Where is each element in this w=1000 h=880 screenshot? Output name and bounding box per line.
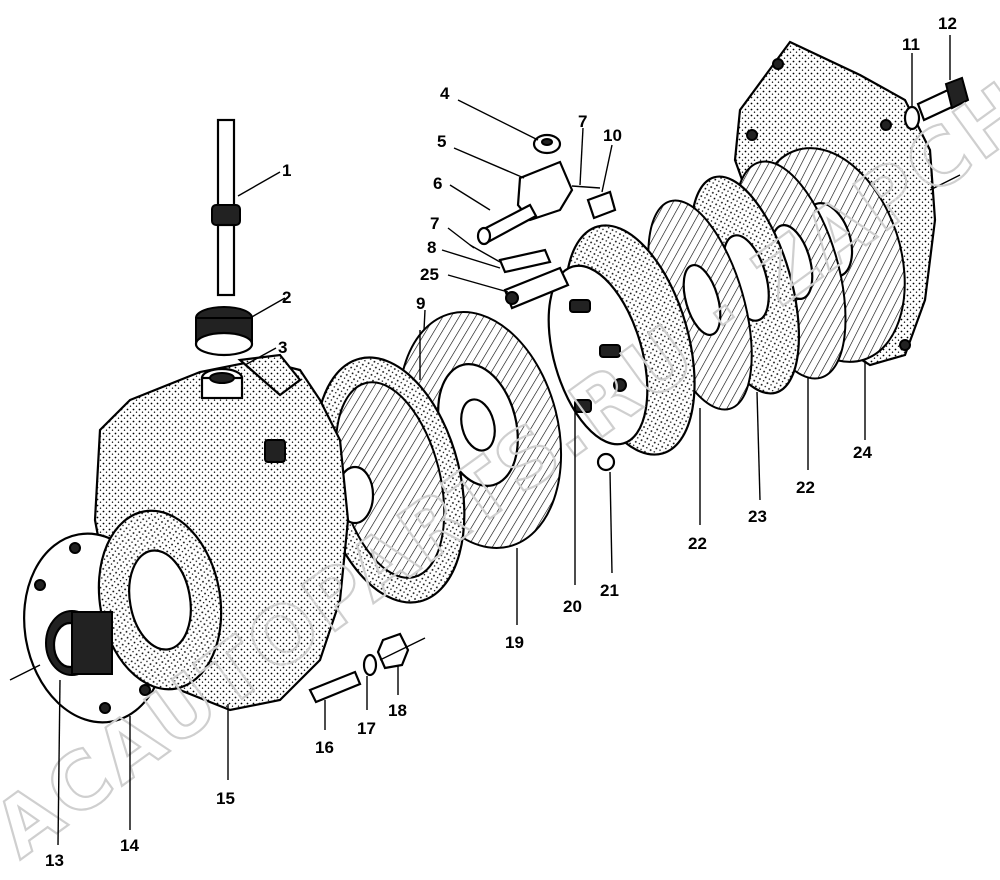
part-10-pin <box>586 190 617 220</box>
callout-22-rear: 22 <box>796 478 815 497</box>
part-18-nut <box>376 632 410 670</box>
callout-labels: 1 2 3 4 5 6 7 7 8 9 10 11 12 13 14 15 16… <box>45 14 957 870</box>
callout-5: 5 <box>437 132 446 151</box>
part-6-bolt <box>476 203 538 246</box>
part-25-lever <box>503 266 570 310</box>
callout-19: 19 <box>505 633 524 652</box>
callout-18: 18 <box>388 701 407 720</box>
part-20-pressure-plate <box>547 224 696 456</box>
callout-1: 1 <box>282 161 291 180</box>
part-7-cotter-pins <box>469 185 601 263</box>
callout-24: 24 <box>853 443 872 462</box>
callout-4: 4 <box>440 84 450 103</box>
callout-12: 12 <box>938 14 957 33</box>
callout-11: 11 <box>902 35 920 54</box>
callout-23: 23 <box>748 507 767 526</box>
part-1-stud <box>211 118 241 297</box>
callout-7-lower: 7 <box>430 214 439 233</box>
part-2-collar <box>194 306 254 357</box>
callout-22-front: 22 <box>688 534 707 553</box>
callout-7-upper: 7 <box>578 112 587 131</box>
part-3-neck <box>200 367 244 400</box>
callout-13: 13 <box>45 851 64 870</box>
callout-15: 15 <box>216 789 235 808</box>
part-4-nut <box>532 133 562 155</box>
callout-17: 17 <box>357 719 376 738</box>
part-8-link <box>498 248 552 274</box>
part-12-bolt <box>916 76 970 122</box>
callout-14: 14 <box>120 836 139 855</box>
part-21-pin <box>596 452 616 472</box>
part-16-stud <box>308 670 362 704</box>
callout-20: 20 <box>563 597 582 616</box>
callout-25: 25 <box>420 265 439 284</box>
housing-front-ring <box>97 509 223 691</box>
callout-9: 9 <box>416 294 425 313</box>
part-17-washer <box>362 653 378 677</box>
callout-21: 21 <box>600 581 619 600</box>
callout-10: 10 <box>603 126 622 145</box>
callout-8: 8 <box>427 238 436 257</box>
callout-2: 2 <box>282 288 291 307</box>
friction-disc-front <box>314 356 466 604</box>
callout-3: 3 <box>278 338 287 357</box>
callout-6: 6 <box>433 174 442 193</box>
part-13-seal <box>45 610 113 676</box>
callout-16: 16 <box>315 738 334 757</box>
leader-lines <box>57 35 951 846</box>
